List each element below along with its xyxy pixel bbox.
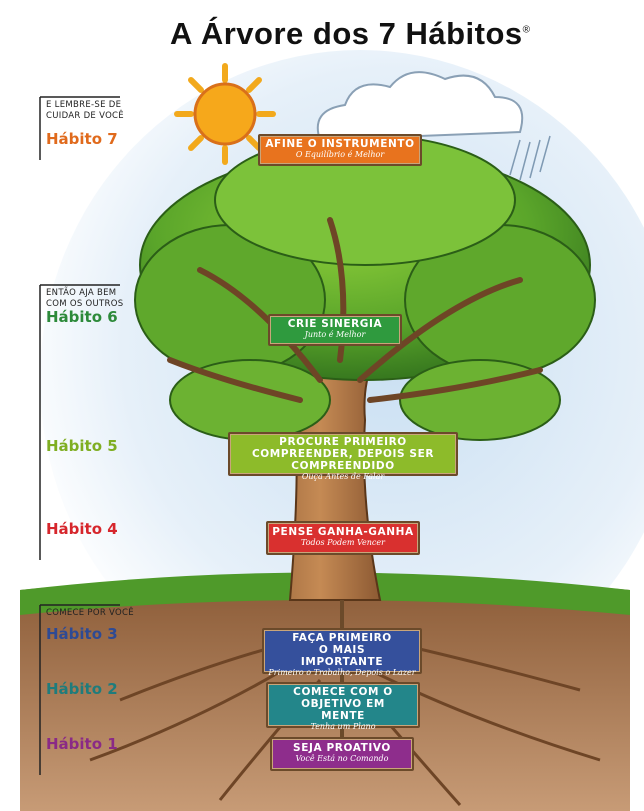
habit-1-label: Hábito 1 [46,735,118,753]
sign-habit-6: CRIE SINERGIA Junto é Melhor [268,314,402,346]
sign-habit-1-title: SEJA PROATIVO [293,742,391,754]
sign-habit-3-subtitle: Primeiro o Trabalho, Depois o Lazer [268,668,416,677]
bracket-lines [39,96,120,775]
sign-habit-2: COMECE COM O OBJETIVO EM MENTE Tenha um … [266,682,420,731]
sign-habit-1-subtitle: Você Está no Comando [295,754,389,763]
habit-4-label: Hábito 4 [46,520,118,538]
sign-habit-6-subtitle: Junto é Melhor [304,330,366,339]
sign-habit-3: FAÇA PRIMEIRO O MAIS IMPORTANTE Primeiro… [262,628,422,677]
tree-canopy [134,134,596,441]
registered-mark: ® [522,24,531,36]
habit-7-label: Hábito 7 [46,130,118,148]
sign-habit-5: PROCURE PRIMEIRO COMPREENDER, DEPOIS SER… [228,432,458,481]
title-text: A Árvore dos 7 Hábitos [170,16,523,51]
section-label-start: COMECE POR VOCÊ [46,608,134,618]
sign-habit-5-subtitle: Ouça Antes de Falar [301,472,385,481]
habit-2-label: Hábito 2 [46,680,118,698]
cloud-icon [316,71,551,181]
sign-habit-2-subtitle: Tenha um Plano [310,722,376,731]
sign-habit-4-subtitle: Todos Podem Vencer [301,538,385,547]
sign-habit-5-title: PROCURE PRIMEIRO COMPREENDER, DEPOIS SER… [251,436,435,472]
sign-habit-2-title: COMECE COM O OBJETIVO EM MENTE [293,686,393,722]
sign-habit-7: AFINE O INSTRUMENTO O Equilíbrio é Melho… [258,134,422,166]
sign-habit-4: PENSE GANHA-GANHA Todos Podem Vencer [266,521,420,555]
section-label-self-care: E LEMBRE-SE DE CUIDAR DE VOCÊ [46,100,124,121]
sign-habit-1: SEJA PROATIVO Você Está no Comando [270,737,414,771]
sign-habit-7-subtitle: O Equilíbrio é Melhor [295,150,385,159]
habit-5-label: Hábito 5 [46,437,118,455]
sign-habit-6-title: CRIE SINERGIA [287,318,383,330]
sign-habit-7-title: AFINE O INSTRUMENTO [265,138,415,150]
habit-6-label: Hábito 6 [46,308,118,326]
sign-habit-3-title: FAÇA PRIMEIRO O MAIS IMPORTANTE [292,632,392,668]
sun-icon [174,63,276,165]
sign-habit-4-title: PENSE GANHA-GANHA [272,526,414,538]
section-label-others: ENTÃO AJA BEM COM OS OUTROS [46,288,124,309]
page-title: A Árvore dos 7 Hábitos® [170,16,531,52]
habit-3-label: Hábito 3 [46,625,118,643]
